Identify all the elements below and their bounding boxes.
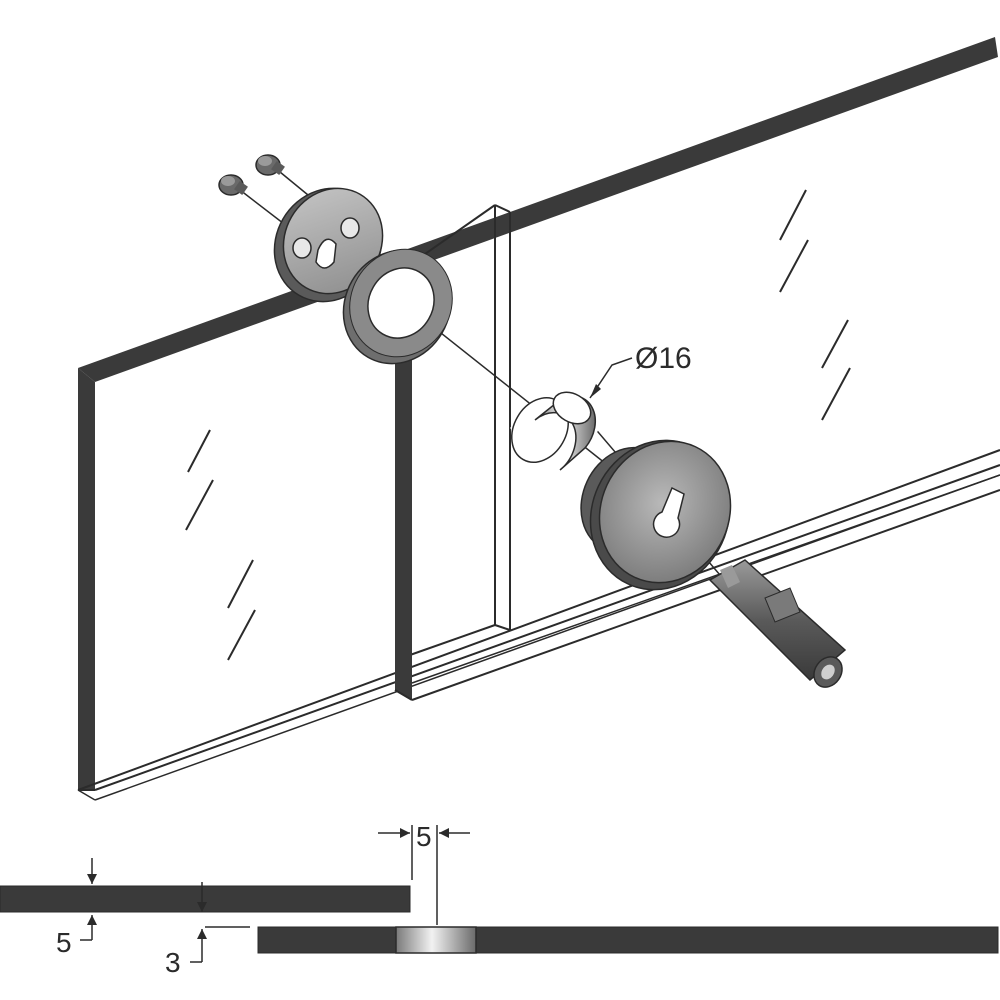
section-sleeve <box>395 926 477 954</box>
lock-cylinder <box>708 559 847 688</box>
section-upper-glass <box>0 885 411 913</box>
section-view: 5 5 3 <box>0 821 999 978</box>
washer-ring <box>342 248 453 365</box>
front-glass-left-edge <box>395 275 412 700</box>
offset-label: 3 <box>165 947 181 978</box>
gap-width-label: 5 <box>416 821 432 852</box>
screw-right <box>255 154 285 176</box>
glass-thickness-label: 5 <box>56 927 72 958</box>
back-glass-top-edge <box>78 37 998 382</box>
sleeve-bushing <box>510 378 604 471</box>
keyhole-icon <box>652 486 685 538</box>
diameter-label: Ø16 <box>635 342 692 375</box>
back-glass-left-edge <box>78 368 95 790</box>
screw-left <box>218 174 248 196</box>
section-lower-glass <box>257 926 999 954</box>
front-glass-panel <box>394 189 1000 701</box>
lock-knob <box>580 439 732 591</box>
diameter-callout: Ø16 <box>589 342 692 399</box>
